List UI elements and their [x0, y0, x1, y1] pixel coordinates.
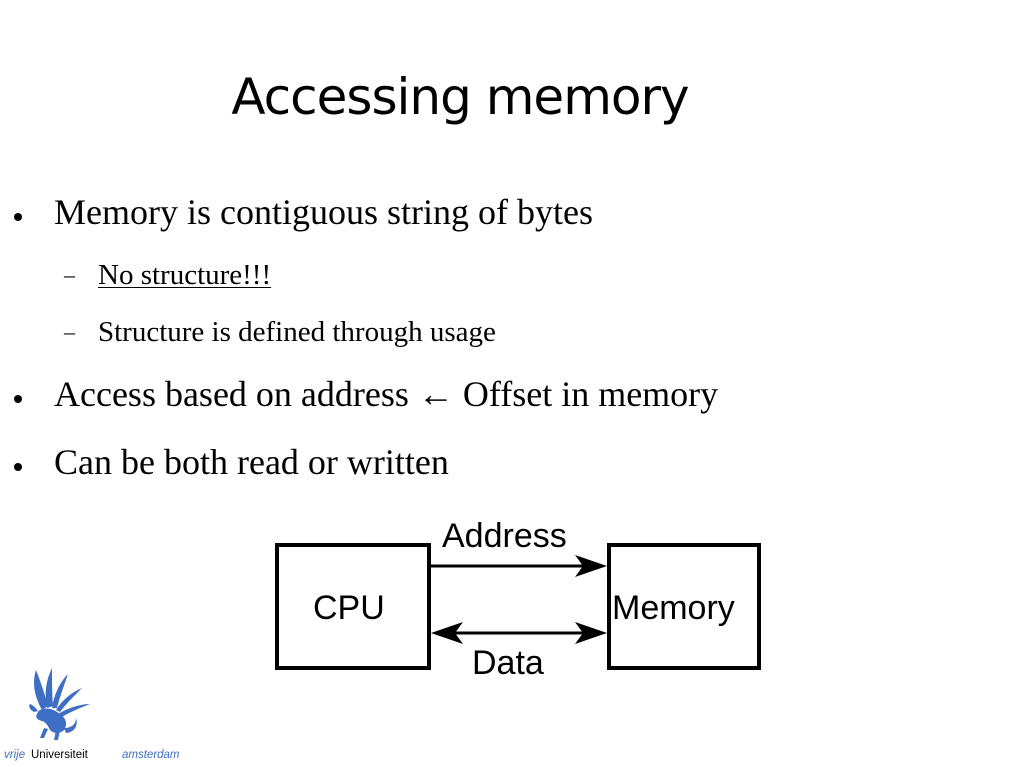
bullet-icon [14, 213, 22, 221]
memory-label: Memory [612, 589, 735, 627]
data-arrow-head-right [575, 622, 607, 644]
bullet-text: Access based on address ← Offset in memo… [54, 374, 719, 414]
cpu-label: CPU [313, 589, 385, 627]
logo-word-vrije: vrije [4, 749, 26, 761]
sub-bullet-text: No structure!!! [98, 259, 272, 291]
diagram-graphic [275, 543, 761, 670]
data-arrow-head-left [431, 622, 463, 644]
bullet-icon [14, 463, 22, 471]
cpu-box [275, 543, 431, 670]
cpu-memory-diagram: CPU Memory Address Data [265, 505, 775, 695]
memory-box [607, 543, 761, 670]
data-label: Data [472, 644, 544, 682]
dash-icon: – [64, 319, 75, 344]
bullet-icon [14, 395, 22, 403]
logo-word-amsterdam: amsterdam [122, 749, 180, 761]
slide-title: Accessing memory [231, 68, 689, 126]
bullet-text: Memory is contiguous string of bytes [54, 192, 593, 232]
logo-word-universiteit: Universiteit [31, 749, 88, 761]
address-label: Address [442, 517, 567, 555]
griffin-icon [29, 668, 90, 740]
university-logo: vrije Universiteit amsterdam [0, 666, 200, 766]
dash-icon: – [64, 262, 75, 287]
sub-bullet-text: Structure is defined through usage [98, 316, 496, 348]
bullet-text: Can be both read or written [54, 442, 449, 482]
address-arrow-head [575, 555, 607, 577]
